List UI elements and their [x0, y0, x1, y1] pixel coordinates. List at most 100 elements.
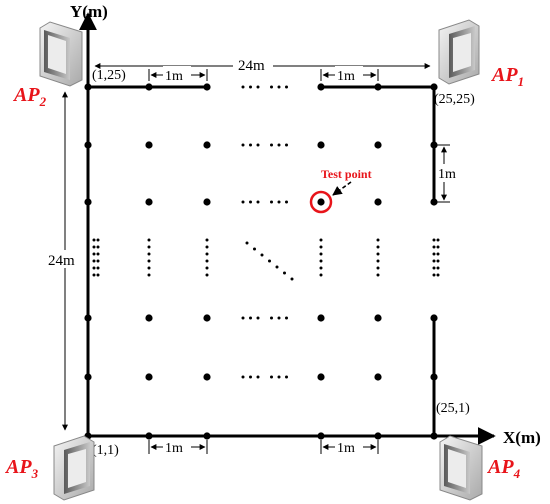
h-ellipsis-dot-r0-2 — [256, 85, 260, 89]
h-ellipsis-dot-r5-2 — [256, 434, 260, 438]
grid-point-r5-c4 — [374, 432, 382, 440]
v-ellipsis-dot-c2-1 — [205, 245, 209, 249]
grid-point-r4-c3 — [317, 373, 325, 381]
v-ellipsis-dot-c2-0 — [205, 238, 209, 242]
h-ellipsis-dot-r5-4 — [277, 434, 281, 438]
spacing-bottom-left: 1m — [148, 438, 208, 456]
grid-point-r4-c1 — [145, 373, 153, 381]
v-ellipsis-dot-c5-0 — [432, 238, 436, 242]
spacing-label-bottom-left: 1m — [165, 441, 183, 456]
v-ellipsis-dot-c3-0 — [319, 238, 323, 242]
v-ellipsis-dot-c1-4 — [147, 266, 151, 270]
ap2-device-icon — [39, 21, 83, 87]
v-ellipsis-dot-c0-0 — [92, 238, 96, 242]
h-ellipsis-dot-r2-5 — [285, 200, 288, 204]
d-ellipsis-dot-3 — [268, 259, 271, 263]
v-ellipsis-dot-c1-0 — [147, 238, 151, 242]
grid-point-r1-c2 — [203, 141, 211, 149]
h-ellipsis-dot-r1-1 — [249, 143, 252, 147]
grid-point-r3-c3 — [317, 314, 325, 322]
v-ellipsis-dot-c4-4 — [376, 266, 380, 270]
h-ellipsis-dot-r2-1 — [249, 200, 252, 204]
h-ellipsis-dot-r0-3 — [270, 85, 273, 89]
d-ellipsis-dot-5 — [283, 271, 286, 275]
test-point: Test point — [309, 167, 372, 214]
grid-point-r5-c1 — [145, 432, 153, 440]
h-ellipsis-dot-r4-4 — [277, 375, 281, 379]
h-ellipsis-dot-r4-1 — [249, 375, 252, 379]
spacing-label-top-left: 1m — [165, 69, 183, 84]
h-ellipsis-dot-r3-3 — [270, 316, 273, 320]
v-ellipsis-dot-c1-5 — [147, 273, 151, 277]
spacing-label-top-right: 1m — [337, 69, 355, 84]
grid-point-r5-c5 — [430, 432, 438, 440]
v-ellipsis-dot-c4-5 — [376, 273, 380, 277]
grid-point-r4-c0 — [84, 373, 92, 381]
h-ellipsis-dot-r5-3 — [270, 434, 273, 438]
h-ellipsis-dot-r4-5 — [285, 375, 288, 379]
h-ellipsis-dot-r4-2 — [256, 375, 260, 379]
spacing-label-bottom-right: 1m — [337, 441, 355, 456]
ap3-device-icon — [53, 435, 95, 501]
grid-point-r3-c4 — [374, 314, 382, 322]
grid-point-r0-c1 — [145, 83, 153, 91]
v-ellipsis-dot-c0-1 — [92, 245, 96, 249]
spacing-bottom-right: 1m — [320, 438, 379, 456]
grid-point-r0-c0 — [84, 83, 92, 91]
v-ellipsis-dot-c5-2 — [432, 252, 436, 256]
grid-point-r3-c0 — [84, 314, 92, 322]
v-ellipsis-dot-c3-4 — [319, 266, 323, 270]
v-ellipsis-dot-c5b-3 — [436, 259, 440, 263]
grid-point-r1-c1 — [145, 141, 153, 149]
h-ellipsis-dot-r2-3 — [270, 200, 273, 204]
h-ellipsis-dot-r0-4 — [277, 85, 281, 89]
grid-point-r3-c5 — [430, 314, 438, 322]
h-ellipsis-dot-r1-0 — [241, 143, 245, 147]
h-ellipsis-dot-r0-5 — [285, 85, 288, 89]
v-ellipsis-dot-c5-1 — [432, 245, 436, 249]
ellipsis-marks — [92, 85, 440, 438]
v-ellipsis-dot-c0b-1 — [96, 245, 100, 249]
test-point-label: Test point — [321, 167, 372, 181]
grid-point-r5-c3 — [317, 432, 325, 440]
spacing-label-right: 1m — [438, 167, 456, 182]
width-dimension-label: 24m — [238, 58, 265, 74]
v-ellipsis-dot-c3-5 — [319, 273, 323, 277]
test-point-ring — [309, 190, 333, 214]
grid-point-r4-c5 — [430, 373, 438, 381]
v-ellipsis-dot-c5-4 — [432, 266, 436, 270]
grid-point-r2-c5 — [430, 198, 438, 206]
spacing-top-right: 1m — [320, 66, 379, 84]
grid-point-r0-c3 — [317, 83, 325, 91]
v-ellipsis-dot-c0b-5 — [96, 273, 100, 277]
grid-point-r5-c2 — [203, 432, 211, 440]
v-ellipsis-dot-c0-3 — [92, 259, 96, 263]
h-ellipsis-dot-r3-5 — [285, 316, 288, 320]
v-ellipsis-dot-c0-2 — [92, 252, 96, 256]
v-ellipsis-dot-c5b-5 — [436, 273, 440, 277]
h-ellipsis-dot-r4-0 — [241, 375, 245, 379]
d-ellipsis-dot-2 — [260, 253, 264, 257]
grid-point-r2-c0 — [84, 198, 92, 206]
grid-point-r0-c4 — [374, 83, 382, 91]
h-ellipsis-dot-r1-2 — [256, 143, 260, 147]
grid-point-r3-c1 — [145, 314, 153, 322]
v-ellipsis-dot-c5b-4 — [436, 266, 440, 270]
v-ellipsis-dot-c5-5 — [432, 273, 436, 277]
grid-point-r4-c4 — [374, 373, 382, 381]
spacing-right-vertical: 1m — [436, 144, 466, 203]
test-point-dot — [317, 198, 325, 206]
grid-point-r2-c1 — [145, 198, 153, 206]
height-dimension: 24m — [46, 91, 84, 431]
ap1-device-icon — [438, 19, 480, 85]
v-ellipsis-dot-c3-3 — [319, 259, 323, 263]
corner-label-top-right: (25,25) — [434, 92, 475, 107]
v-ellipsis-dot-c0b-2 — [96, 252, 100, 256]
grid-point-r2-c4 — [374, 198, 382, 206]
width-dimension: 24m — [94, 57, 431, 74]
grid-boundary — [86, 85, 436, 438]
h-ellipsis-dot-r2-4 — [277, 200, 281, 204]
test-point-arrow — [332, 181, 352, 196]
corner-label-top-left: (1,25) — [92, 68, 126, 83]
